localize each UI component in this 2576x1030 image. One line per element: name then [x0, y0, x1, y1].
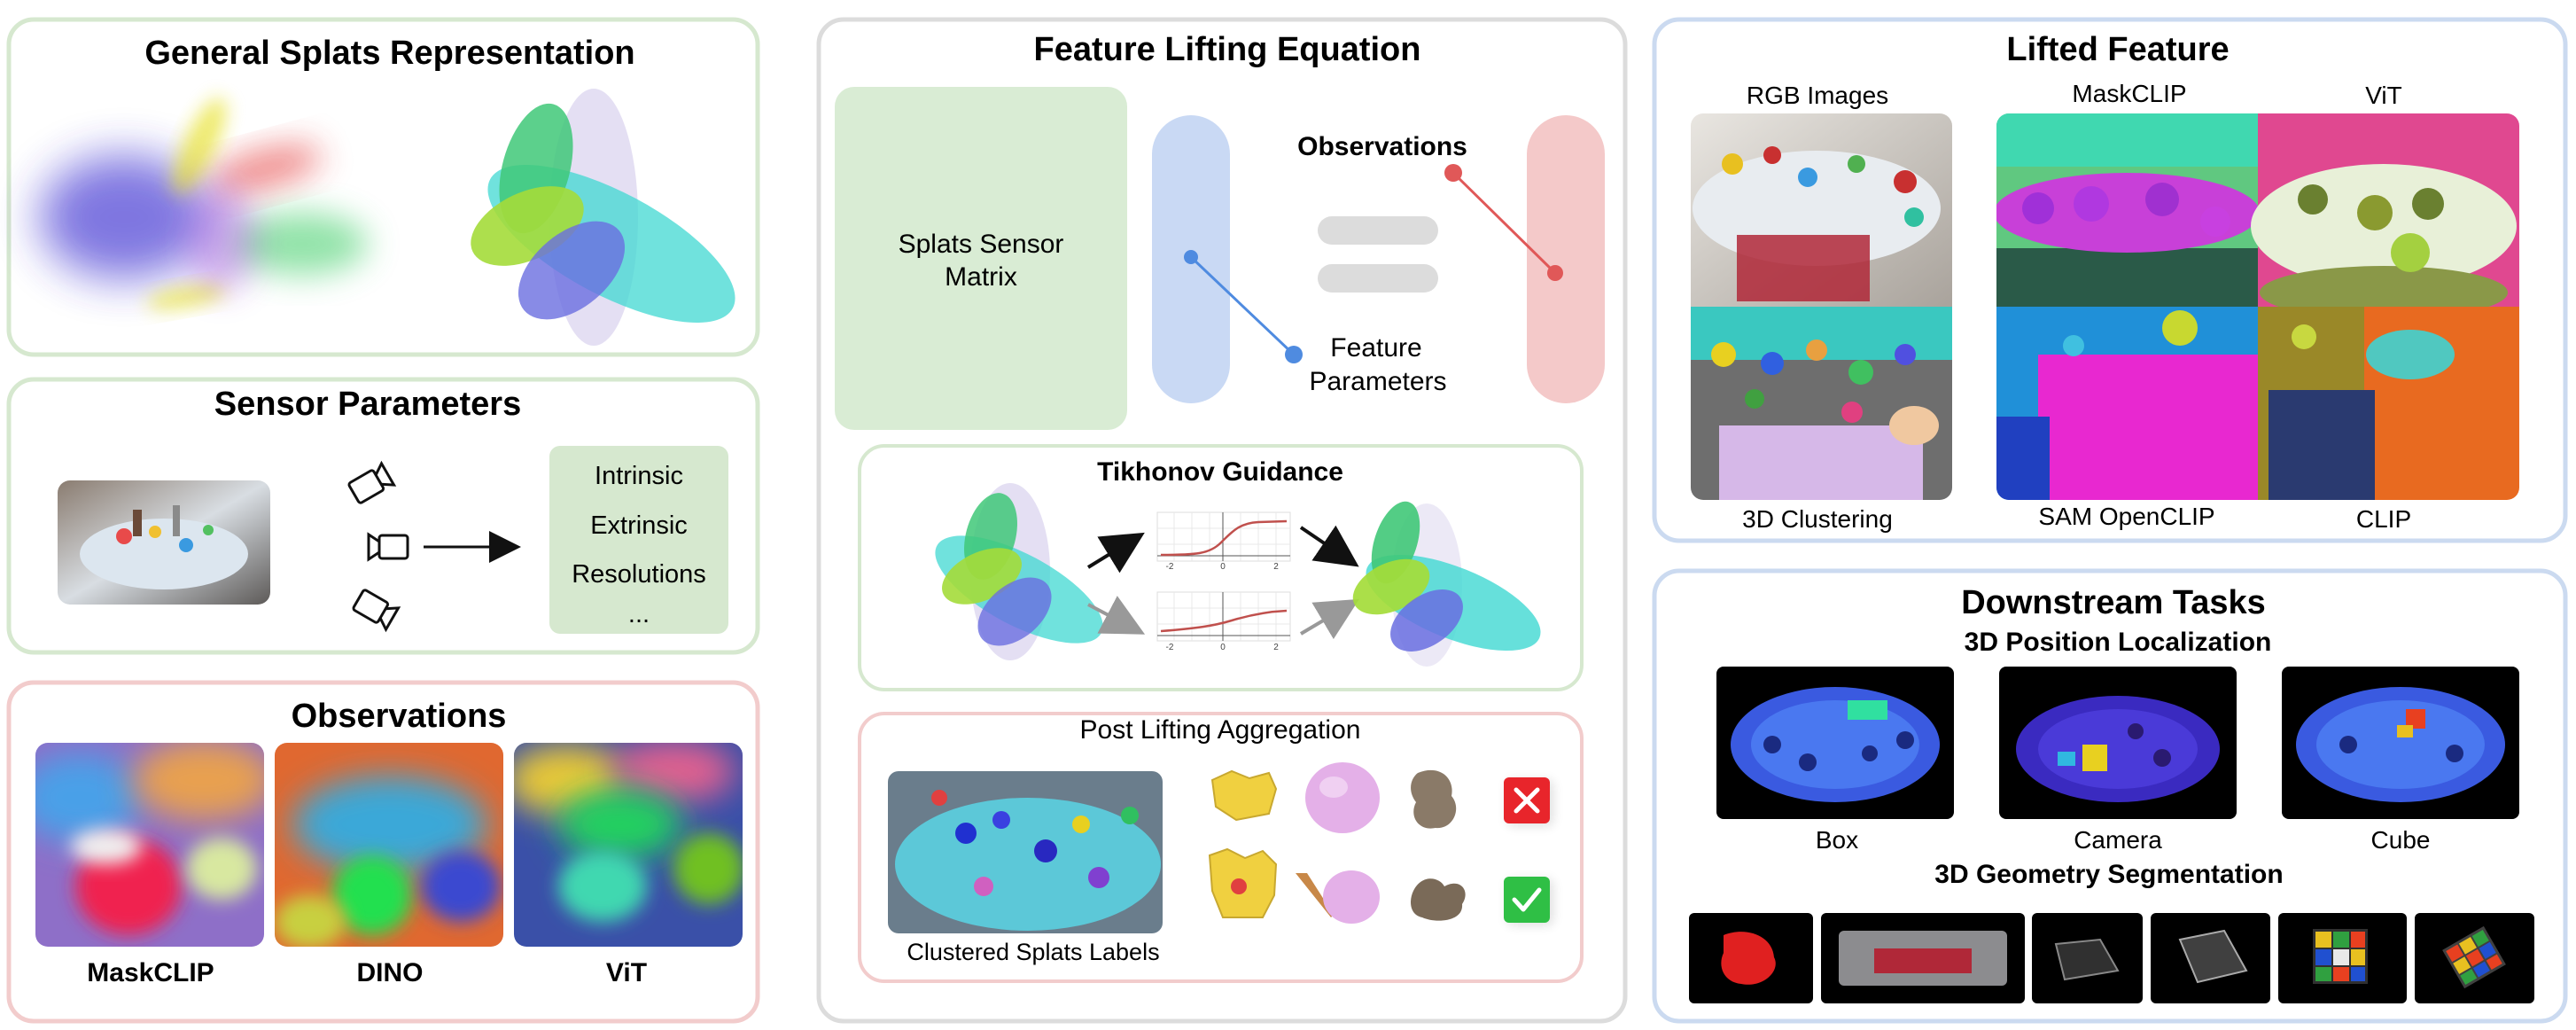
- observation-pointer-dot: [1547, 265, 1563, 281]
- localization-cube-image: [2282, 667, 2519, 819]
- sensor-params-box: [549, 446, 728, 634]
- sensor-param-more: ...: [628, 600, 650, 628]
- downstream-panel: Downstream Tasks 3D Position Localizatio…: [1652, 568, 2568, 1024]
- tikhonov-tick: 0: [1220, 562, 1226, 572]
- tikhonov-tick: -2: [1166, 562, 1174, 572]
- tikhonov-tick: 0: [1220, 643, 1226, 652]
- camera-icon: [347, 460, 397, 504]
- aggregation-title: Post Lifting Aggregation: [1080, 715, 1361, 745]
- sensor-param-resolutions: Resolutions: [572, 560, 706, 589]
- camera-icon: [367, 532, 409, 562]
- clustered-splats-image: [888, 771, 1163, 933]
- lifted-feature-images: [1996, 113, 2519, 500]
- tikhonov-tick: 2: [1273, 562, 1279, 572]
- equation-title: Feature Lifting Equation: [1034, 31, 1421, 68]
- tikhonov-plot-bottom: [1156, 591, 1291, 642]
- feature-label-line2: Parameters: [1309, 367, 1446, 396]
- lifted-title: Lifted Feature: [2006, 31, 2229, 68]
- tikhonov-tick: 2: [1273, 643, 1279, 652]
- equals-sign-bar: [1318, 264, 1438, 293]
- sensor-param-intrinsic: Intrinsic: [595, 462, 683, 490]
- segmentation-image-tray: [1821, 913, 2025, 1003]
- observations-title: Observations: [292, 698, 507, 735]
- observation-pointer-dot: [1444, 164, 1462, 182]
- tikhonov-tick: -2: [1166, 643, 1174, 652]
- tikhonov-panel: Tikhonov Guidance -2 0 2: [858, 444, 1584, 691]
- observations-panel: Observations MaskCLIP DINO ViT: [6, 680, 760, 1024]
- object-row-rejected: [1210, 762, 1553, 833]
- label-maskclip: MaskCLIP: [2072, 80, 2186, 107]
- object-row-accepted: [1208, 847, 1553, 925]
- matrix-label-line2: Matrix: [945, 262, 1017, 292]
- feature-label-line1: Feature: [1330, 333, 1421, 363]
- localization-camera-image: [1999, 667, 2237, 819]
- splats-title: General Splats Representation: [144, 35, 634, 72]
- feature-pointer-dot: [1184, 250, 1198, 264]
- sensor-param-extrinsic: Extrinsic: [590, 511, 688, 540]
- check-icon: [1504, 877, 1550, 923]
- equation-panel: Feature Lifting Equation Splats Sensor M…: [816, 17, 1628, 1024]
- localization-label-camera: Camera: [2074, 826, 2162, 854]
- lifted-feature-panel: Lifted Feature RGB Images MaskCLIP ViT: [1652, 17, 2568, 543]
- segmentation-image-cube-angled: [2415, 913, 2534, 1003]
- label-clip: CLIP: [2356, 505, 2411, 533]
- tikhonov-plot-top: [1156, 511, 1291, 562]
- observations-vector: [1527, 115, 1605, 403]
- localization-label-cube: Cube: [2371, 826, 2431, 854]
- localization-box-image: [1716, 667, 1954, 819]
- observation-dino-image: [275, 743, 503, 947]
- feature-pointer-line: [1189, 255, 1296, 356]
- observation-vit-image: [514, 743, 743, 947]
- feature-pointer-dot: [1285, 346, 1303, 363]
- localization-title: 3D Position Localization: [1965, 628, 2272, 657]
- tikhonov-splats-after: [1352, 501, 1541, 667]
- label-vit: ViT: [2365, 82, 2402, 109]
- observation-label-vit: ViT: [606, 958, 647, 987]
- observation-label-maskclip: MaskCLIP: [87, 958, 214, 987]
- camera-icon: [352, 589, 401, 633]
- localization-label-box: Box: [1816, 826, 1858, 854]
- segmentation-image-device: [2151, 913, 2270, 1003]
- clustered-splats-label: Clustered Splats Labels: [907, 939, 1159, 965]
- tikhonov-arrow: [1087, 596, 1146, 635]
- tikhonov-arrow: [1086, 532, 1145, 574]
- segmentation-image-camera: [2032, 913, 2143, 1003]
- splats-panel: General Splats Representation: [6, 17, 760, 357]
- matrix-label-line1: Splats Sensor: [899, 230, 1064, 259]
- crisp-splats-image: [471, 89, 735, 346]
- segmentation-image-red-object: [1689, 913, 1813, 1003]
- tikhonov-splats-before: [935, 483, 1103, 660]
- sensor-title: Sensor Parameters: [214, 386, 521, 423]
- tikhonov-title: Tikhonov Guidance: [1097, 457, 1343, 487]
- downstream-title: Downstream Tasks: [1961, 584, 2266, 621]
- sensor-panel: Sensor Parameters Intrinsic Extrinsic Re…: [6, 377, 760, 655]
- tikhonov-arrow: [1299, 598, 1359, 640]
- splats-sensor-matrix: [835, 87, 1127, 430]
- observation-pointer-line: [1451, 171, 1557, 275]
- aggregation-panel: Post Lifting Aggregation Clustered Splat…: [858, 712, 1584, 983]
- sensor-scene-image: [58, 480, 270, 605]
- observation-maskclip-image: [35, 743, 264, 947]
- equals-sign-bar: [1318, 216, 1438, 245]
- label-sam-openclip: SAM OpenCLIP: [2038, 503, 2214, 530]
- segmentation-title: 3D Geometry Segmentation: [1934, 860, 2283, 889]
- rgb-and-clustering-images: [1691, 113, 1952, 500]
- blurry-splats-image: [40, 98, 368, 310]
- tikhonov-arrow: [1299, 525, 1359, 567]
- label-rgb-images: RGB Images: [1747, 82, 1888, 109]
- label-3d-clustering: 3D Clustering: [1742, 505, 1893, 533]
- observation-label-dino: DINO: [357, 958, 424, 987]
- segmentation-image-cube: [2278, 913, 2407, 1003]
- observations-vector-label: Observations: [1297, 132, 1467, 161]
